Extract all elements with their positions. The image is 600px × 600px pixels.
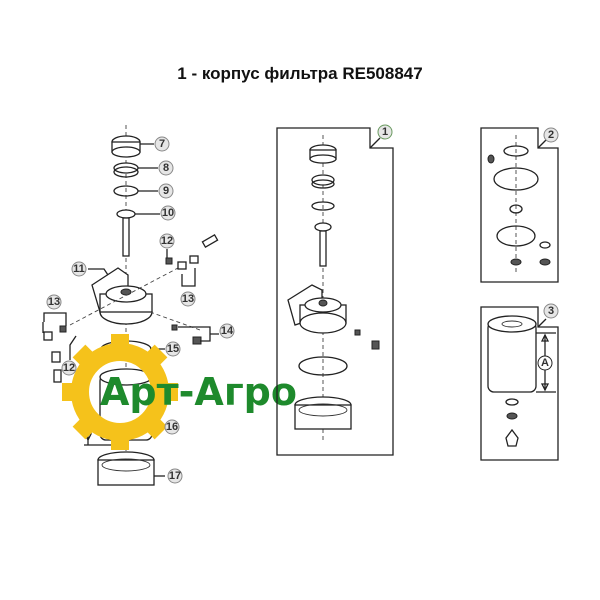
callout-2: 2 <box>543 127 559 143</box>
kit-box-2-seals <box>480 127 559 283</box>
fittings-left <box>43 325 67 383</box>
callout-12: 12 <box>159 233 175 249</box>
svg-text:17: 17 <box>169 470 181 482</box>
callout-16: 16 <box>164 419 180 435</box>
svg-text:14: 14 <box>221 325 234 337</box>
svg-text:15: 15 <box>167 343 179 355</box>
part-7-cap <box>111 135 141 158</box>
svg-text:A: A <box>541 357 549 369</box>
callout-1: 1 <box>377 124 393 140</box>
callout-9: 9 <box>158 183 174 199</box>
svg-text:2: 2 <box>548 129 554 141</box>
svg-text:16: 16 <box>166 421 178 433</box>
fittings-14 <box>171 324 202 345</box>
callout-11: 11 <box>71 261 87 277</box>
callout-10: 10 <box>160 205 176 221</box>
svg-text:11: 11 <box>73 263 85 275</box>
svg-text:13: 13 <box>48 296 60 308</box>
part-8-ring <box>113 162 139 178</box>
kit-box-1 <box>276 127 394 456</box>
logo-text: Арт-Агро <box>100 370 297 414</box>
svg-text:12: 12 <box>63 362 75 374</box>
callout-13: 13 <box>46 294 62 310</box>
callout-15: 15 <box>165 341 181 357</box>
page-title: 1 - корпус фильтра RE508847 <box>177 64 423 83</box>
svg-text:7: 7 <box>159 138 165 150</box>
brand-logo: Арт-Агро <box>62 334 297 450</box>
dimension-a: A <box>537 355 553 371</box>
callout-17: 17 <box>167 468 183 484</box>
callout-8: 8 <box>158 160 174 176</box>
svg-text:1: 1 <box>382 126 388 138</box>
callout-7: 7 <box>154 136 170 152</box>
part-17-bowl <box>97 451 155 486</box>
svg-text:10: 10 <box>162 207 174 219</box>
callout-3: 3 <box>543 303 559 319</box>
callout-12: 12 <box>61 360 77 376</box>
fittings-right <box>165 234 219 270</box>
kit-box-3-filter <box>480 306 559 461</box>
svg-text:13: 13 <box>182 293 194 305</box>
svg-text:3: 3 <box>548 305 554 317</box>
callout-13: 13 <box>180 291 196 307</box>
svg-text:9: 9 <box>163 185 169 197</box>
part-10-tube <box>116 209 136 257</box>
callouts-left: 7 8 9 10 12 11 13 13 14 15 12 16 17 <box>46 136 235 484</box>
svg-text:12: 12 <box>161 235 173 247</box>
callout-14: 14 <box>219 323 235 339</box>
svg-text:8: 8 <box>163 162 169 174</box>
part-11-filter-head <box>91 267 153 325</box>
